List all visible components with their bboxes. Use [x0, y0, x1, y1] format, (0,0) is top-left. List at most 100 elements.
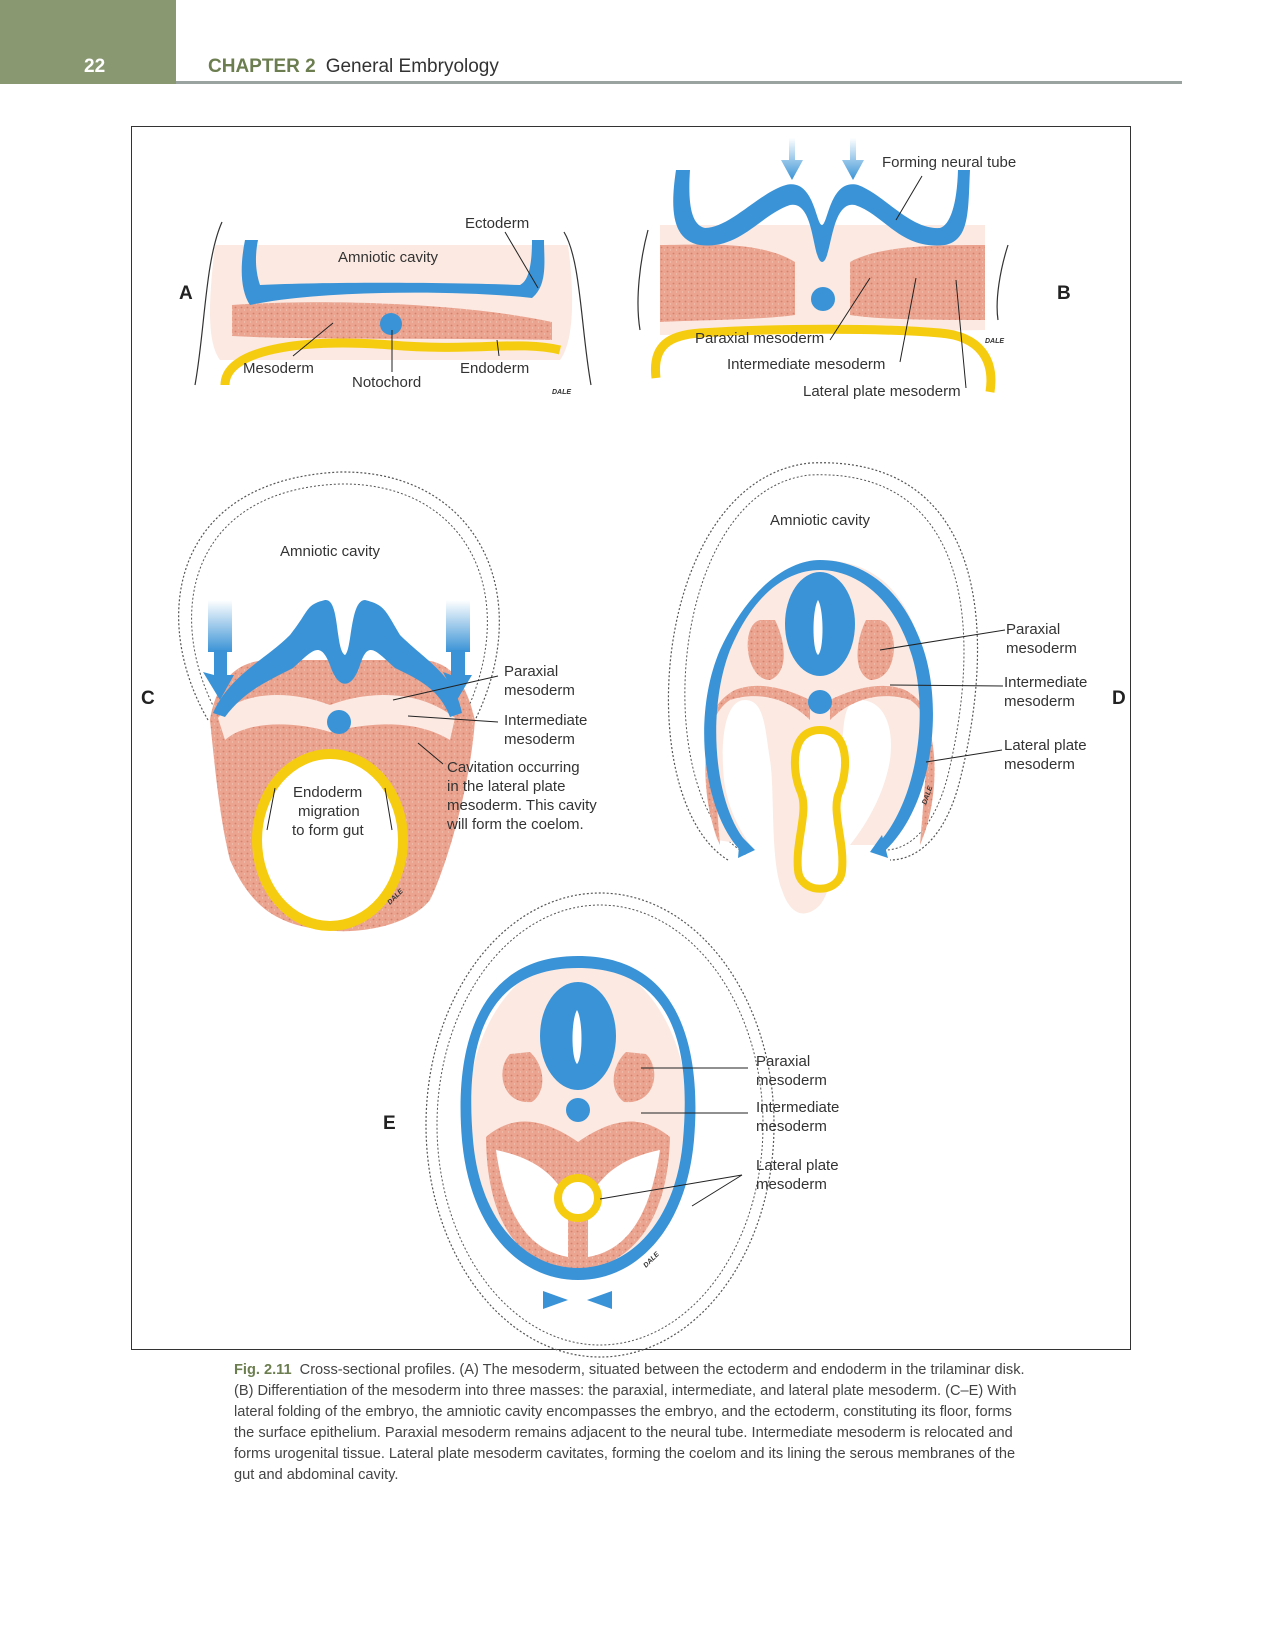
e-paraxial-left — [502, 1052, 543, 1103]
d-lateral-left — [705, 685, 810, 845]
e-notochord — [566, 1098, 590, 1122]
panel-d: D Amniotic cavity Paraxial mesoderm Inte… — [667, 462, 1126, 914]
c-paraxial-label-2: mesoderm — [504, 682, 575, 699]
a-notochord — [380, 313, 402, 335]
e-coelom-right — [588, 1150, 660, 1257]
b-paraxial-label: Paraxial mesoderm — [695, 330, 824, 347]
b-notochord — [811, 287, 835, 311]
figure-caption: Fig. 2.11 Cross-sectional profiles. (A) … — [234, 1360, 1034, 1486]
figure-frame — [131, 126, 1131, 1350]
a-leader-ectoderm — [504, 231, 539, 289]
b-up-arrow-right — [842, 138, 864, 180]
a-signature: DALE — [552, 389, 571, 396]
c-leader-cavitation — [417, 742, 444, 765]
c-fold-arrow-left — [203, 650, 234, 700]
b-neural-plate — [673, 170, 970, 262]
c-amniotic-label: Amniotic cavity — [280, 543, 381, 560]
c-notochord — [327, 710, 351, 734]
b-right-mesoderm — [850, 245, 985, 320]
e-amnion-outer — [425, 892, 775, 1358]
d-leader-intermediate — [889, 684, 1004, 687]
d-gut-endoderm — [790, 725, 850, 893]
caption-label: Fig. 2.11 — [234, 1362, 292, 1378]
e-paraxial-right — [613, 1052, 655, 1103]
d-intermediate-label-1: Intermediate — [1004, 674, 1087, 691]
e-intermediate-label-1: Intermediate — [756, 1099, 839, 1116]
a-ectoderm — [241, 240, 545, 305]
panel-c-label: C — [141, 688, 155, 709]
d-paraxial-right — [857, 620, 894, 680]
panel-a-label: A — [179, 283, 193, 304]
b-leader-paraxial — [829, 277, 871, 341]
d-amniotic-label: Amniotic cavity — [770, 512, 871, 529]
caption-text: Cross-sectional profiles. (A) The mesode… — [234, 1362, 1025, 1483]
c-cavitation-label-2: in the lateral plate — [447, 778, 565, 795]
e-paraxial-label-2: mesoderm — [756, 1072, 827, 1089]
c-neural-fold — [213, 599, 462, 717]
d-lateral-label-2: mesoderm — [1004, 756, 1075, 773]
d-lateral-right — [830, 685, 935, 845]
b-signature: DALE — [985, 338, 1004, 345]
a-ectoderm-label: Ectoderm — [465, 215, 529, 232]
a-endoderm-label: Endoderm — [460, 360, 529, 377]
panel-c: C Amniotic cavity Paraxial mesoderm Inte… — [141, 471, 597, 932]
b-neural-label: Forming neural tube — [882, 154, 1016, 171]
b-left-mesoderm — [660, 244, 795, 322]
b-leader-intermediate — [899, 277, 917, 363]
panel-e-label: E — [383, 1113, 396, 1134]
c-migration-arrow-left — [266, 787, 276, 831]
c-endoderm-label-2: migration — [298, 803, 360, 820]
e-signature: DALE — [642, 1251, 661, 1270]
d-leader-paraxial — [879, 629, 1006, 651]
d-fold-arrow-left — [738, 835, 755, 858]
d-amnion-inner — [684, 474, 965, 851]
a-left-boundary — [194, 221, 223, 386]
d-fold-arrow-right — [870, 835, 888, 858]
a-amniotic-label: Amniotic cavity — [338, 249, 439, 266]
chapter-title: General Embryology — [325, 56, 499, 77]
c-cavitation-label-4: will form the coelom. — [446, 816, 584, 833]
a-notochord-label: Notochord — [352, 374, 421, 391]
c-intermediate-label-1: Intermediate — [504, 712, 587, 729]
c-fold-arrow-right — [443, 650, 472, 700]
d-paraxial-left — [747, 620, 784, 680]
b-up-arrow-left — [781, 138, 803, 180]
e-leader-lateral-gut — [599, 1174, 743, 1200]
e-fold-arrow-right — [587, 1291, 612, 1309]
page-number-tab — [0, 0, 176, 84]
a-mesoderm-label: Mesoderm — [243, 360, 314, 377]
a-leader-endoderm — [496, 339, 500, 357]
page-number: 22 — [84, 56, 106, 77]
d-paraxial-label-1: Paraxial — [1006, 621, 1060, 638]
e-lateral-label-2: mesoderm — [756, 1176, 827, 1193]
c-cavitation-label-3: mesoderm. This cavity — [447, 797, 597, 814]
b-left-boundary — [637, 229, 649, 331]
panel-a: A Ectoderm Amniotic cavity Mesoderm Noto… — [179, 215, 592, 396]
e-neural-canal — [572, 1010, 582, 1064]
d-neural-canal — [813, 600, 823, 655]
d-leader-lateral — [925, 749, 1003, 763]
e-fold-arrow-left — [543, 1291, 568, 1309]
c-leader-paraxial — [392, 675, 499, 701]
d-notochord — [808, 690, 832, 714]
b-lateral-label: Lateral plate mesoderm — [803, 383, 961, 400]
b-leader-neural — [895, 175, 923, 221]
c-gut-endoderm — [252, 749, 408, 931]
e-coelom-left — [496, 1150, 568, 1257]
c-paraxial-label-1: Paraxial — [504, 663, 558, 680]
c-endoderm-label-3: to form gut — [292, 822, 365, 839]
e-lateral-label-1: Lateral plate — [756, 1157, 839, 1174]
header-rule — [176, 81, 1182, 84]
a-leader-mesoderm — [292, 322, 334, 357]
d-ectoderm — [704, 560, 933, 855]
chapter-label: CHAPTER 2 — [208, 56, 316, 77]
a-endoderm — [220, 338, 562, 386]
panel-b: B Forming neural tube Paraxial mesoderm … — [637, 138, 1071, 400]
a-right-boundary — [563, 231, 592, 386]
panel-b-label: B — [1057, 283, 1071, 304]
d-paraxial-label-2: mesoderm — [1006, 640, 1077, 657]
running-header: CHAPTER 2 General Embryology — [208, 56, 499, 78]
c-leader-intermediate — [407, 715, 499, 723]
c-migration-arrow-right — [384, 787, 393, 831]
